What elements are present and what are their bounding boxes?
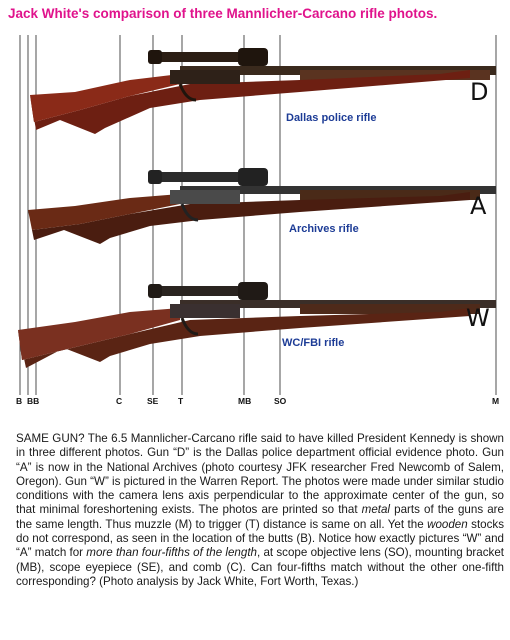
rifle-a-letter: A: [470, 192, 487, 220]
rifle-w-photo: [18, 282, 496, 368]
rifle-d-photo: [30, 48, 496, 134]
rifle-d-caption: Dallas police rifle: [286, 112, 377, 124]
figure-title: Jack White's comparison of three Mannlic…: [8, 6, 438, 21]
caption-text-3: stocks do not correspond, as seen in the…: [16, 517, 505, 560]
caption-paragraph: SAME GUN? The 6.5 Mannlicher-Carcano rif…: [16, 432, 504, 589]
caption-emphasis-four-fifths: more than four-fifths of the length: [86, 546, 257, 560]
tick-label-se: SE: [147, 396, 159, 406]
rifle-w-caption: WC/FBI rifle: [282, 337, 345, 349]
tick-label-t: T: [178, 396, 184, 406]
tick-label-bb: BB: [27, 396, 40, 406]
caption-emphasis-metal: metal: [361, 503, 391, 517]
tick-label-b: B: [16, 396, 23, 406]
rifle-a-photo: [28, 168, 496, 244]
tick-label-mb: MB: [238, 396, 252, 406]
rifle-w-letter: W: [466, 304, 490, 332]
tick-label-m: M: [492, 396, 500, 406]
rifle-a-caption: Archives rifle: [289, 223, 359, 235]
rifle-d-letter: D: [470, 78, 489, 106]
caption-text-2: parts of the guns are the same length. T…: [16, 503, 504, 531]
caption-emphasis-wooden: wooden: [427, 517, 468, 531]
rifle-comparison-figure: [18, 35, 497, 395]
tick-label-so: SO: [274, 396, 287, 406]
caption-text-1: SAME GUN? The 6.5 Mannlicher-Carcano rif…: [16, 432, 504, 517]
caption-text-4: , at scope objective lens (SO), mounting…: [16, 546, 504, 588]
tick-label-c: C: [116, 396, 123, 406]
